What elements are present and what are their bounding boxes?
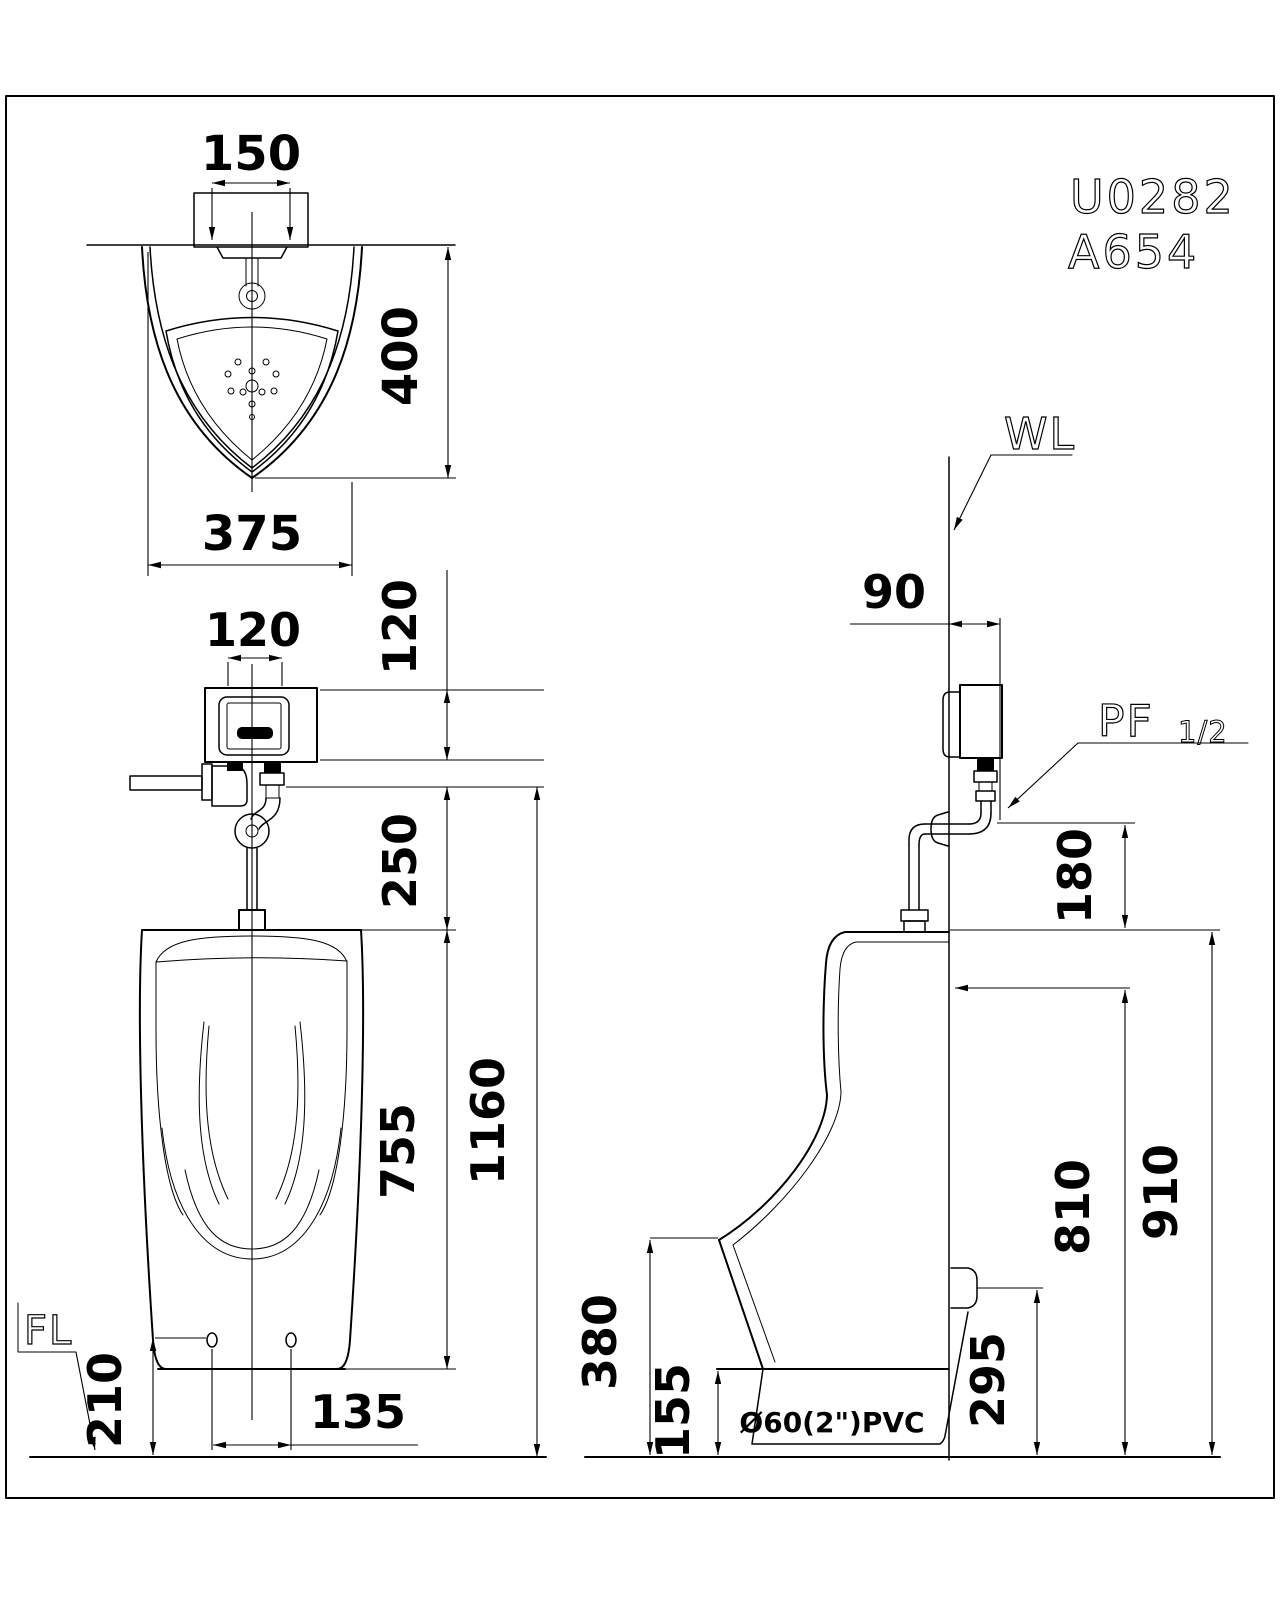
side-valve-nut xyxy=(973,770,998,783)
side-valve-pipe xyxy=(980,800,992,814)
plan-view: 150 400 375 xyxy=(86,126,456,576)
front-vb-nut xyxy=(259,772,285,786)
front-dim-135: 135 xyxy=(310,1385,406,1439)
front-hole-left xyxy=(206,1332,218,1348)
front-view: 120 120 250 755 1160 210 135 FL xyxy=(17,570,547,1458)
side-valve-fitting-2 xyxy=(975,790,996,802)
front-handle-elbow xyxy=(211,765,248,807)
front-dim-210: 210 xyxy=(78,1352,132,1448)
plan-valve-bracket xyxy=(193,192,309,248)
front-lip-outer xyxy=(161,1127,342,1260)
front-dim-1160: 1160 xyxy=(461,1057,515,1185)
sheet-border xyxy=(5,95,1275,1499)
front-handle-flange xyxy=(201,763,213,801)
plan-spreader-flange xyxy=(216,246,288,259)
supply-label: PF xyxy=(1098,696,1154,747)
plan-body-inner xyxy=(149,246,355,469)
plan-dim-400: 400 xyxy=(373,306,429,406)
side-wall-escutcheon xyxy=(930,811,949,847)
side-dim-155: 155 xyxy=(646,1363,700,1459)
plan-bowl-outer xyxy=(165,316,339,473)
supply-label-leader xyxy=(1007,742,1079,809)
plan-bowl-inner xyxy=(176,326,328,461)
front-body-right xyxy=(336,929,365,1370)
front-lip-inner xyxy=(184,1169,320,1250)
side-dim-180: 180 xyxy=(1048,828,1102,924)
side-elbow-left xyxy=(908,823,926,846)
side-valve-box xyxy=(959,684,1003,759)
front-valve-face-inner xyxy=(226,702,282,750)
side-dim-295: 295 xyxy=(961,1332,1015,1428)
side-spud-nut-2 xyxy=(903,920,926,933)
front-valve-box xyxy=(204,687,318,763)
front-right-connector xyxy=(264,762,281,773)
front-blade-right xyxy=(275,1021,306,1205)
side-valve-fitting-1 xyxy=(978,781,993,792)
side-spud-nut-1 xyxy=(900,909,929,922)
side-down-pipe xyxy=(908,844,920,911)
side-body-front-inner xyxy=(732,941,950,1246)
plan-spray-holes xyxy=(224,358,280,420)
model-code-1: U0282 xyxy=(1070,170,1236,224)
plan-spreader-circle xyxy=(238,282,266,310)
plan-dim-375: 375 xyxy=(202,506,302,562)
plan-spreader-circle-inner xyxy=(246,290,258,302)
plan-dim-375-ext xyxy=(147,252,353,576)
front-dim-120h-ext xyxy=(227,662,283,686)
floor-line-label: FL xyxy=(24,1308,73,1354)
side-lip-to-base-inner xyxy=(732,1244,776,1363)
side-horizontal-pipe xyxy=(924,823,970,835)
front-rim-sides xyxy=(155,960,348,1216)
floor-line-leader xyxy=(75,1351,96,1451)
front-handle-lever xyxy=(129,775,203,791)
side-valve-plate xyxy=(942,691,961,758)
side-dim-90: 90 xyxy=(862,565,926,619)
wall-line-label: WL xyxy=(1004,409,1076,460)
front-rim-dome xyxy=(155,935,348,963)
front-dim-120-height: 120 xyxy=(373,579,427,675)
floor-line-symbol xyxy=(17,1302,77,1353)
drain-pipe-label: Ø60(2")PVC xyxy=(739,1406,924,1439)
side-valve-connector xyxy=(977,758,994,771)
side-body-front xyxy=(718,931,950,1241)
front-dim-755: 755 xyxy=(371,1103,425,1199)
front-dim-250: 250 xyxy=(373,813,427,909)
front-spreader-circle xyxy=(234,813,270,849)
front-vb-fitting xyxy=(265,784,280,799)
side-dim-810: 810 xyxy=(1046,1159,1100,1255)
plan-body-outer xyxy=(141,246,363,479)
side-elbow-right xyxy=(968,812,992,835)
side-dim-910: 910 xyxy=(1134,1144,1188,1240)
front-sensor-window xyxy=(237,727,273,739)
front-valve-face xyxy=(218,696,290,756)
front-s-pipe xyxy=(250,797,281,830)
front-dim-135-ext xyxy=(211,1349,418,1450)
plan-dim-150: 150 xyxy=(201,126,301,182)
side-dim-380: 380 xyxy=(573,1294,627,1390)
supply-size-label: 1/2 xyxy=(1178,715,1228,749)
front-body-left xyxy=(138,929,167,1370)
side-lip-to-base xyxy=(718,1239,764,1370)
front-down-pipe xyxy=(246,847,258,911)
model-codes: U0282 A654 xyxy=(1067,169,1236,279)
plan-spreader-pipe xyxy=(245,257,259,287)
model-code-2: A654 xyxy=(1068,225,1199,279)
side-view: WL 90 PF 1/2 xyxy=(573,408,1249,1461)
front-spreader-circle-inner xyxy=(245,824,259,838)
front-hole-right xyxy=(285,1332,297,1348)
front-rim-chord xyxy=(155,957,348,963)
side-base-under xyxy=(751,1311,969,1445)
front-dim-120-width: 120 xyxy=(205,603,301,657)
side-outlet-spud xyxy=(950,1267,978,1309)
front-blade-left xyxy=(198,1021,229,1205)
wall-line-leader xyxy=(953,454,992,531)
